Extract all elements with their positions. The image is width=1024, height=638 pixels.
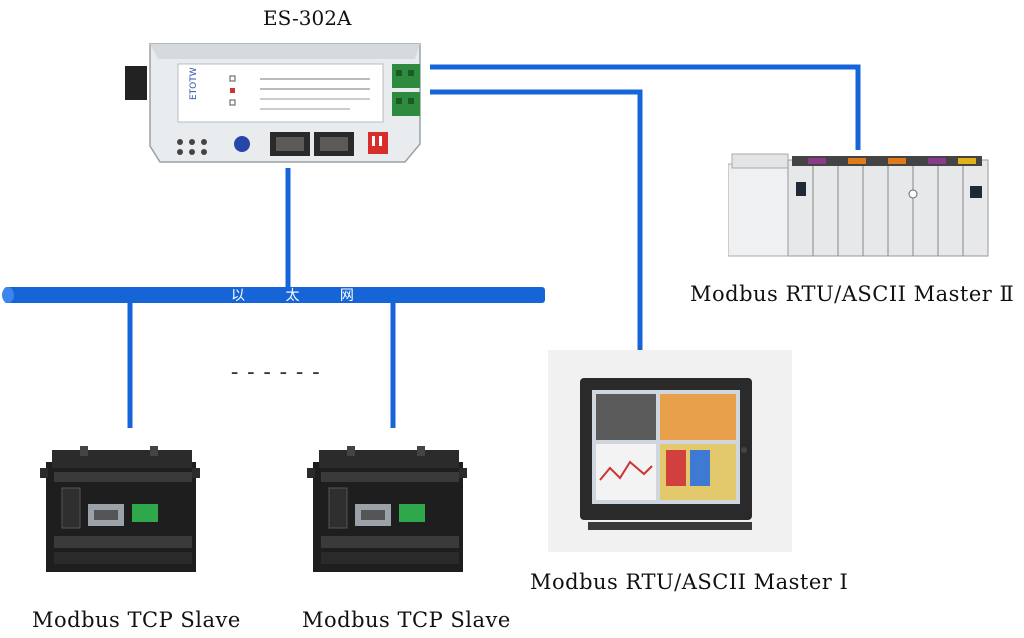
svg-text:ETOTW: ETOTW bbox=[189, 67, 199, 100]
wire-to-master-2 bbox=[430, 64, 861, 150]
converter-device-image: ETOTW bbox=[125, 43, 421, 163]
slave-1-label: Modbus TCP Slave bbox=[32, 608, 241, 632]
ethernet-label: 以 太 网 bbox=[231, 288, 372, 304]
wire-to-master-1 bbox=[430, 89, 643, 350]
master-2-plc-image bbox=[728, 153, 989, 257]
slave-1-plc-image bbox=[40, 446, 200, 572]
slave-2-plc-image bbox=[307, 446, 467, 572]
converter-title: ES-302A bbox=[263, 6, 352, 30]
ethernet-bus bbox=[4, 287, 545, 303]
master-1-hmi-image bbox=[548, 350, 792, 552]
more-slaves-ellipsis: ------ bbox=[228, 360, 326, 385]
master-2-label: Modbus RTU/ASCII Master Ⅱ bbox=[690, 282, 1015, 306]
ethernet-bus-end-cap bbox=[2, 287, 14, 303]
master-1-label: Modbus RTU/ASCII Master Ⅰ bbox=[530, 570, 849, 594]
slave-2-label: Modbus TCP Slave bbox=[302, 608, 511, 632]
